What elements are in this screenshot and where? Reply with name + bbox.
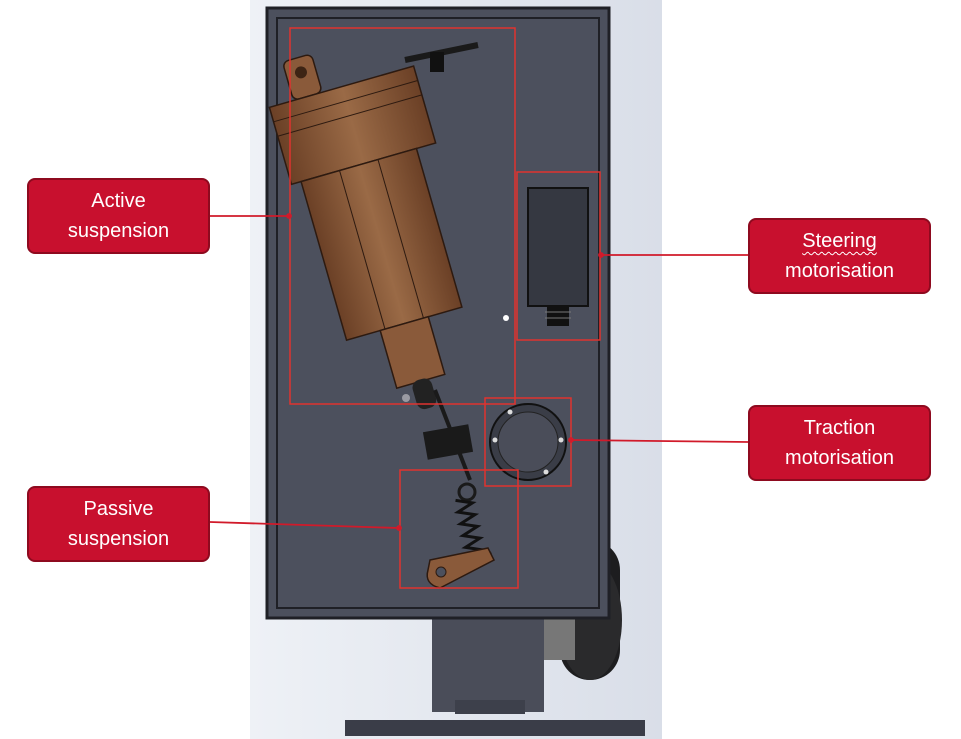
- screw-hole: [503, 315, 509, 321]
- steering-motorisation-label: Steering motorisation: [748, 218, 931, 294]
- traction-line1: Traction: [803, 417, 876, 439]
- traction-leader: [571, 439, 749, 443]
- actuator-bolt: [404, 42, 479, 72]
- traction-motor-icon: [489, 403, 567, 481]
- traction-line2: motorisation: [785, 447, 894, 469]
- leader-lines: [209, 213, 749, 531]
- screw-hole: [402, 394, 410, 402]
- active-suspension-label: Active suspension: [27, 178, 210, 254]
- passive-line2: suspension: [67, 528, 170, 550]
- spring-icon: [422, 389, 496, 589]
- steering-line2: motorisation: [785, 260, 894, 282]
- active-line2: suspension: [67, 220, 170, 242]
- steering-line1: Steering: [802, 230, 877, 252]
- passive-suspension-label: Passive suspension: [27, 486, 210, 562]
- steering-motor-icon: [527, 187, 589, 326]
- traction-motorisation-label: Traction motorisation: [748, 405, 931, 481]
- passive-leader: [209, 521, 399, 529]
- passive-line1: Passive: [83, 498, 154, 520]
- active-line1: Active: [91, 190, 146, 212]
- base-stand: [345, 612, 645, 736]
- linear-actuator-icon: [268, 54, 463, 410]
